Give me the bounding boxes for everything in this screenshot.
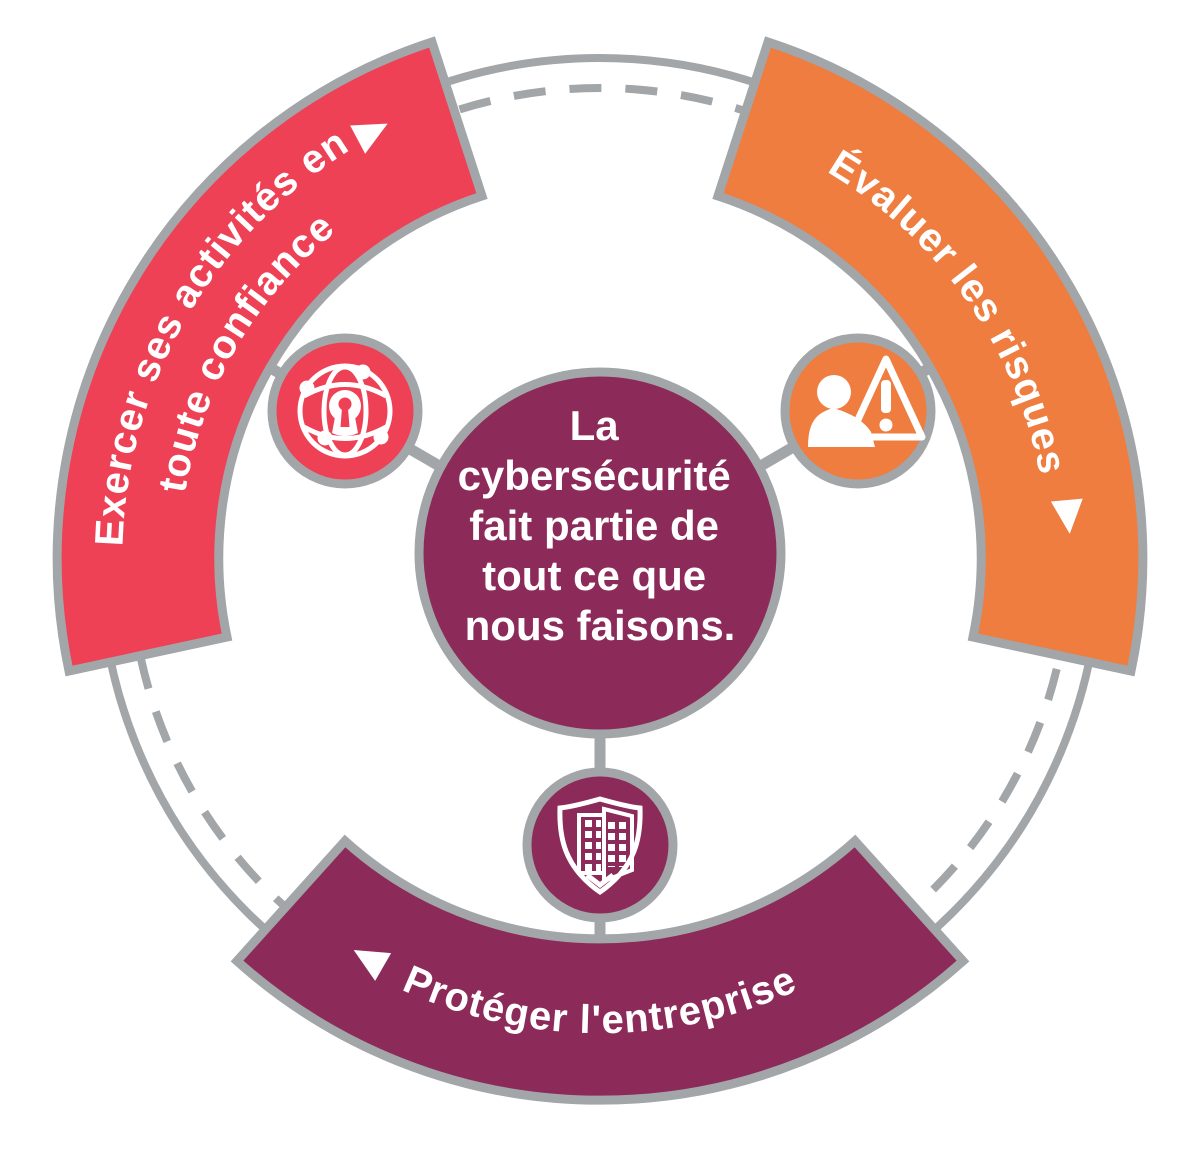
door-panel-windows — [608, 822, 626, 867]
center-text-line: fait partie de — [469, 502, 719, 549]
network-node — [299, 380, 315, 396]
segment-proteger-band — [230, 834, 970, 1105]
segment-evaluer-band — [712, 36, 1148, 677]
shield-building-icon — [522, 767, 678, 923]
center-statement-text: La cybersécurité fait partie de tout ce … — [458, 402, 743, 649]
keyhole-hole — [338, 397, 352, 411]
person-head — [817, 375, 851, 409]
center-text-line: nous faisons. — [465, 602, 736, 649]
globe-keyhole-network-icon — [267, 333, 423, 489]
building-door-panel — [602, 806, 634, 884]
center-circle — [414, 367, 786, 739]
keyhole-slot — [340, 408, 350, 427]
network-node — [355, 364, 371, 380]
person-body — [808, 408, 875, 447]
clockwise-arrow-icon — [1050, 498, 1083, 534]
segment-proteger-entreprise: Protéger l'entreprise — [230, 834, 970, 1105]
clockwise-arrow-icon — [350, 123, 388, 154]
center-text-line: tout ce que — [482, 552, 706, 599]
network-node — [317, 430, 333, 446]
shield-chevron — [585, 873, 615, 889]
exclamation-dot — [879, 418, 893, 432]
center-text-line: La — [570, 402, 620, 449]
building-windows — [585, 820, 601, 871]
shield-outline — [557, 796, 643, 896]
globe-meridian — [321, 364, 369, 458]
segment-exercer-band — [52, 36, 488, 677]
network-node — [373, 429, 389, 445]
warning-triangle — [846, 355, 926, 441]
center-statement: La cybersécurité fait partie de tout ce … — [414, 367, 786, 739]
center-text-line: cybersécurité — [458, 452, 731, 499]
clockwise-arrow-icon — [353, 950, 392, 981]
person-warning-triangle-icon — [780, 333, 936, 489]
exclamation-bar — [881, 380, 891, 413]
